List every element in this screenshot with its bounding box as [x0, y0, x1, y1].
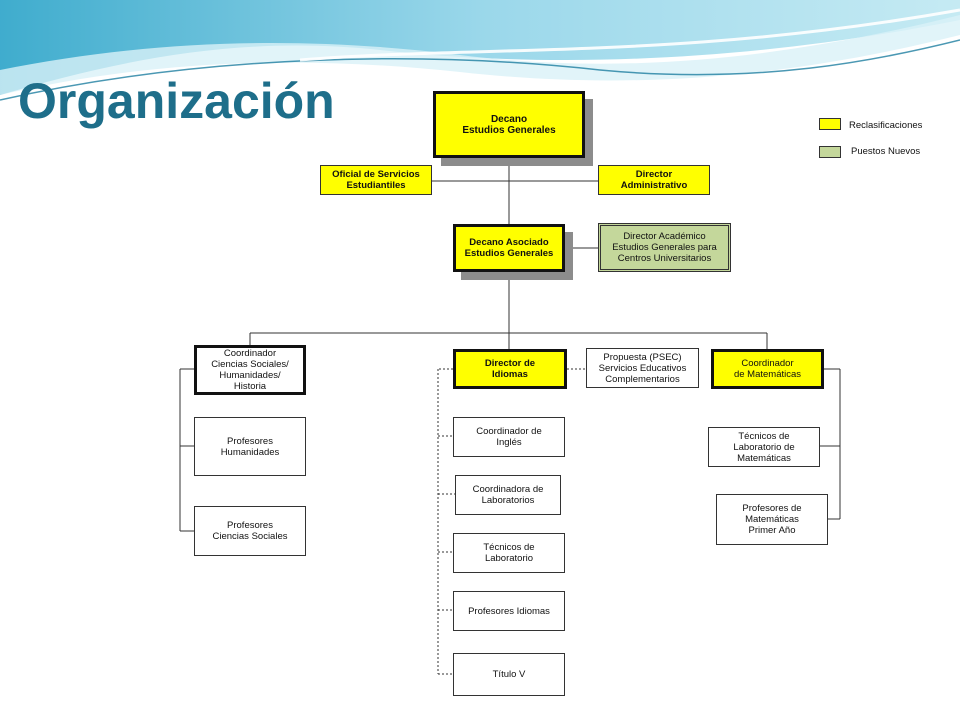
- header-wave-decoration: [0, 0, 960, 101]
- node-coordinador-matematicas: Coordinador de Matemáticas: [711, 349, 824, 389]
- slide-title: Organización: [18, 73, 335, 129]
- node-coordinadora-laboratorios: Coordinadora de Laboratorios: [455, 475, 561, 515]
- node-director-idiomas: Director de Idiomas: [453, 349, 567, 389]
- legend-swatch-puestos-nuevos: [819, 146, 841, 158]
- node-director-academico: Director Académico Estudios Generales pa…: [598, 223, 731, 272]
- node-profesores-humanidades: Profesores Humanidades: [194, 417, 306, 476]
- node-titulo-v: Título V: [453, 653, 565, 696]
- node-decano: Decano Estudios Generales: [433, 91, 585, 158]
- node-propuesta-psec: Propuesta (PSEC) Servicios Educativos Co…: [586, 348, 699, 388]
- node-tecnicos-matematicas: Técnicos de Laboratorio de Matemáticas: [708, 427, 820, 467]
- node-oficial-servicios: Oficial de Servicios Estudiantiles: [320, 165, 432, 195]
- node-director-administrativo: Director Administrativo: [598, 165, 710, 195]
- node-profesores-matematicas: Profesores de Matemáticas Primer Año: [716, 494, 828, 545]
- node-profesores-ciencias-sociales: Profesores Ciencias Sociales: [194, 506, 306, 556]
- legend-label-puestos-nuevos: Puestos Nuevos: [851, 146, 921, 157]
- node-decano-asociado: Decano Asociado Estudios Generales: [453, 224, 565, 272]
- legend-label-reclasificaciones: Reclasificaciones: [849, 120, 923, 131]
- node-coordinador-ingles: Coordinador de Inglés: [453, 417, 565, 457]
- node-tecnicos-laboratorio: Técnicos de Laboratorio: [453, 533, 565, 573]
- legend-swatch-reclasificaciones: [819, 118, 841, 130]
- node-coordinador-ciencias: Coordinador Ciencias Sociales/ Humanidad…: [194, 345, 306, 395]
- org-chart-canvas: [180, 90, 960, 696]
- node-profesores-idiomas: Profesores Idiomas: [453, 591, 565, 631]
